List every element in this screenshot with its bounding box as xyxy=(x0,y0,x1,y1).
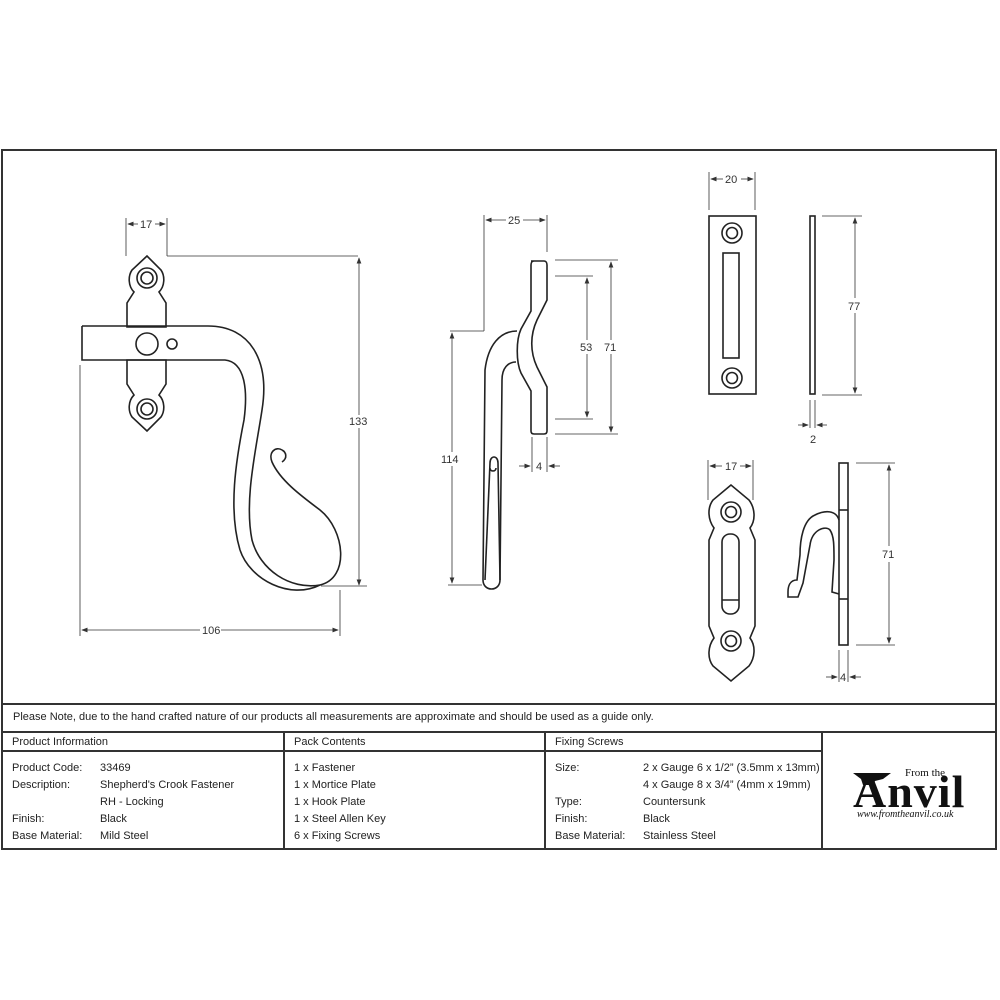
anvil-icon xyxy=(853,773,891,785)
spec-key: Base Material: xyxy=(12,830,83,842)
spec-key xyxy=(555,777,643,794)
logo-anvil: Anvil xyxy=(853,766,966,817)
spec-key: Product Code: xyxy=(12,762,83,774)
spec-row: RH - Locking xyxy=(12,794,283,811)
mortice-plate-side xyxy=(809,215,816,395)
dim-hook-thickness: 4 xyxy=(840,672,846,684)
pack-item: 1 x Hook Plate xyxy=(294,796,366,808)
fastener-front-view xyxy=(81,254,342,591)
spec-key: Description: xyxy=(12,779,71,791)
spec-row: Finish: Black xyxy=(12,811,283,828)
product-information-column: Product Information Product Code: 33469 D… xyxy=(3,733,285,850)
spec-value: 2 x Gauge 6 x 1/2” (3.5mm x 13mm) xyxy=(643,762,820,774)
spec-value: RH - Locking xyxy=(100,796,164,808)
spec-key: Type: xyxy=(555,796,582,808)
logo-column: From the Anvil www.fromtheanvil.co.uk xyxy=(823,733,997,850)
dim-mortice-width: 20 xyxy=(725,174,737,186)
product-information-header: Product Information xyxy=(3,733,283,752)
spec-value: Mild Steel xyxy=(100,830,149,842)
pack-contents-column: Pack Contents 1 x Fastener 1 x Mortice P… xyxy=(285,733,546,850)
spec-row: Size: 2 x Gauge 6 x 1/2” (3.5mm x 13mm) xyxy=(555,760,821,777)
spec-table: Product Information Product Code: 33469 D… xyxy=(3,731,997,850)
spec-row: Base Material: Mild Steel xyxy=(12,828,283,845)
dim-fastener-height: 133 xyxy=(349,416,367,428)
spec-value: 33469 xyxy=(100,762,131,774)
pack-item: 1 x Steel Allen Key xyxy=(294,813,386,825)
mortice-plate-front xyxy=(708,215,757,395)
dim-mortice-thickness: 2 xyxy=(810,434,816,446)
spec-key: Size: xyxy=(555,762,580,774)
fixing-screws-header: Fixing Screws xyxy=(546,733,821,752)
spec-row: Description: Shepherd's Crook Fastener xyxy=(12,777,283,794)
fixing-screws-column: Fixing Screws Size: 2 x Gauge 6 x 1/2” (3… xyxy=(546,733,823,850)
pack-item: 1 x Mortice Plate xyxy=(294,779,376,791)
hook-plate-side xyxy=(787,462,849,646)
dim-fastener-total-width: 106 xyxy=(202,625,220,637)
spec-key: Base Material: xyxy=(555,830,626,842)
logo-url: www.fromtheanvil.co.uk xyxy=(857,809,954,820)
spec-value: Black xyxy=(643,813,670,825)
dim-side-plate-inner: 53 xyxy=(580,342,592,354)
spec-key: Finish: xyxy=(555,813,588,825)
dim-hook-width: 17 xyxy=(725,461,737,473)
pack-item: 1 x Fastener xyxy=(294,762,356,774)
logo-from-the: From the xyxy=(905,767,946,779)
hook-plate-front xyxy=(708,483,756,683)
dim-fastener-width: 17 xyxy=(140,219,152,231)
spec-key xyxy=(12,794,100,811)
drawing-frame xyxy=(1,149,997,850)
fastener-side-view xyxy=(482,260,548,590)
spec-value: 4 x Gauge 8 x 3/4” (4mm x 19mm) xyxy=(643,779,811,791)
spec-row: Type: Countersunk xyxy=(555,794,821,811)
spec-row: Finish: Black xyxy=(555,811,821,828)
spec-value: Shepherd's Crook Fastener xyxy=(100,779,235,791)
spec-key: Finish: xyxy=(12,813,45,825)
spec-value: Stainless Steel xyxy=(643,830,716,842)
pack-item: 6 x Fixing Screws xyxy=(294,830,381,842)
dim-side-thickness: 4 xyxy=(536,461,542,473)
dim-side-depth: 25 xyxy=(508,215,520,227)
dim-side-plate-outer: 71 xyxy=(604,342,616,354)
measurement-note: Please Note, due to the hand crafted nat… xyxy=(3,703,997,731)
spec-row: Product Code: 33469 xyxy=(12,760,283,777)
from-the-anvil-logo: From the Anvil www.fromtheanvil.co.uk xyxy=(853,763,983,823)
dim-side-height: 114 xyxy=(441,454,459,466)
spec-value: Countersunk xyxy=(643,796,706,808)
spec-row: Base Material: Stainless Steel xyxy=(555,828,821,845)
dim-mortice-height: 77 xyxy=(848,301,860,313)
dim-hook-height: 71 xyxy=(882,549,894,561)
pack-contents-header: Pack Contents xyxy=(285,733,544,752)
spec-row: 4 x Gauge 8 x 3/4” (4mm x 19mm) xyxy=(555,777,821,794)
spec-value: Black xyxy=(100,813,127,825)
